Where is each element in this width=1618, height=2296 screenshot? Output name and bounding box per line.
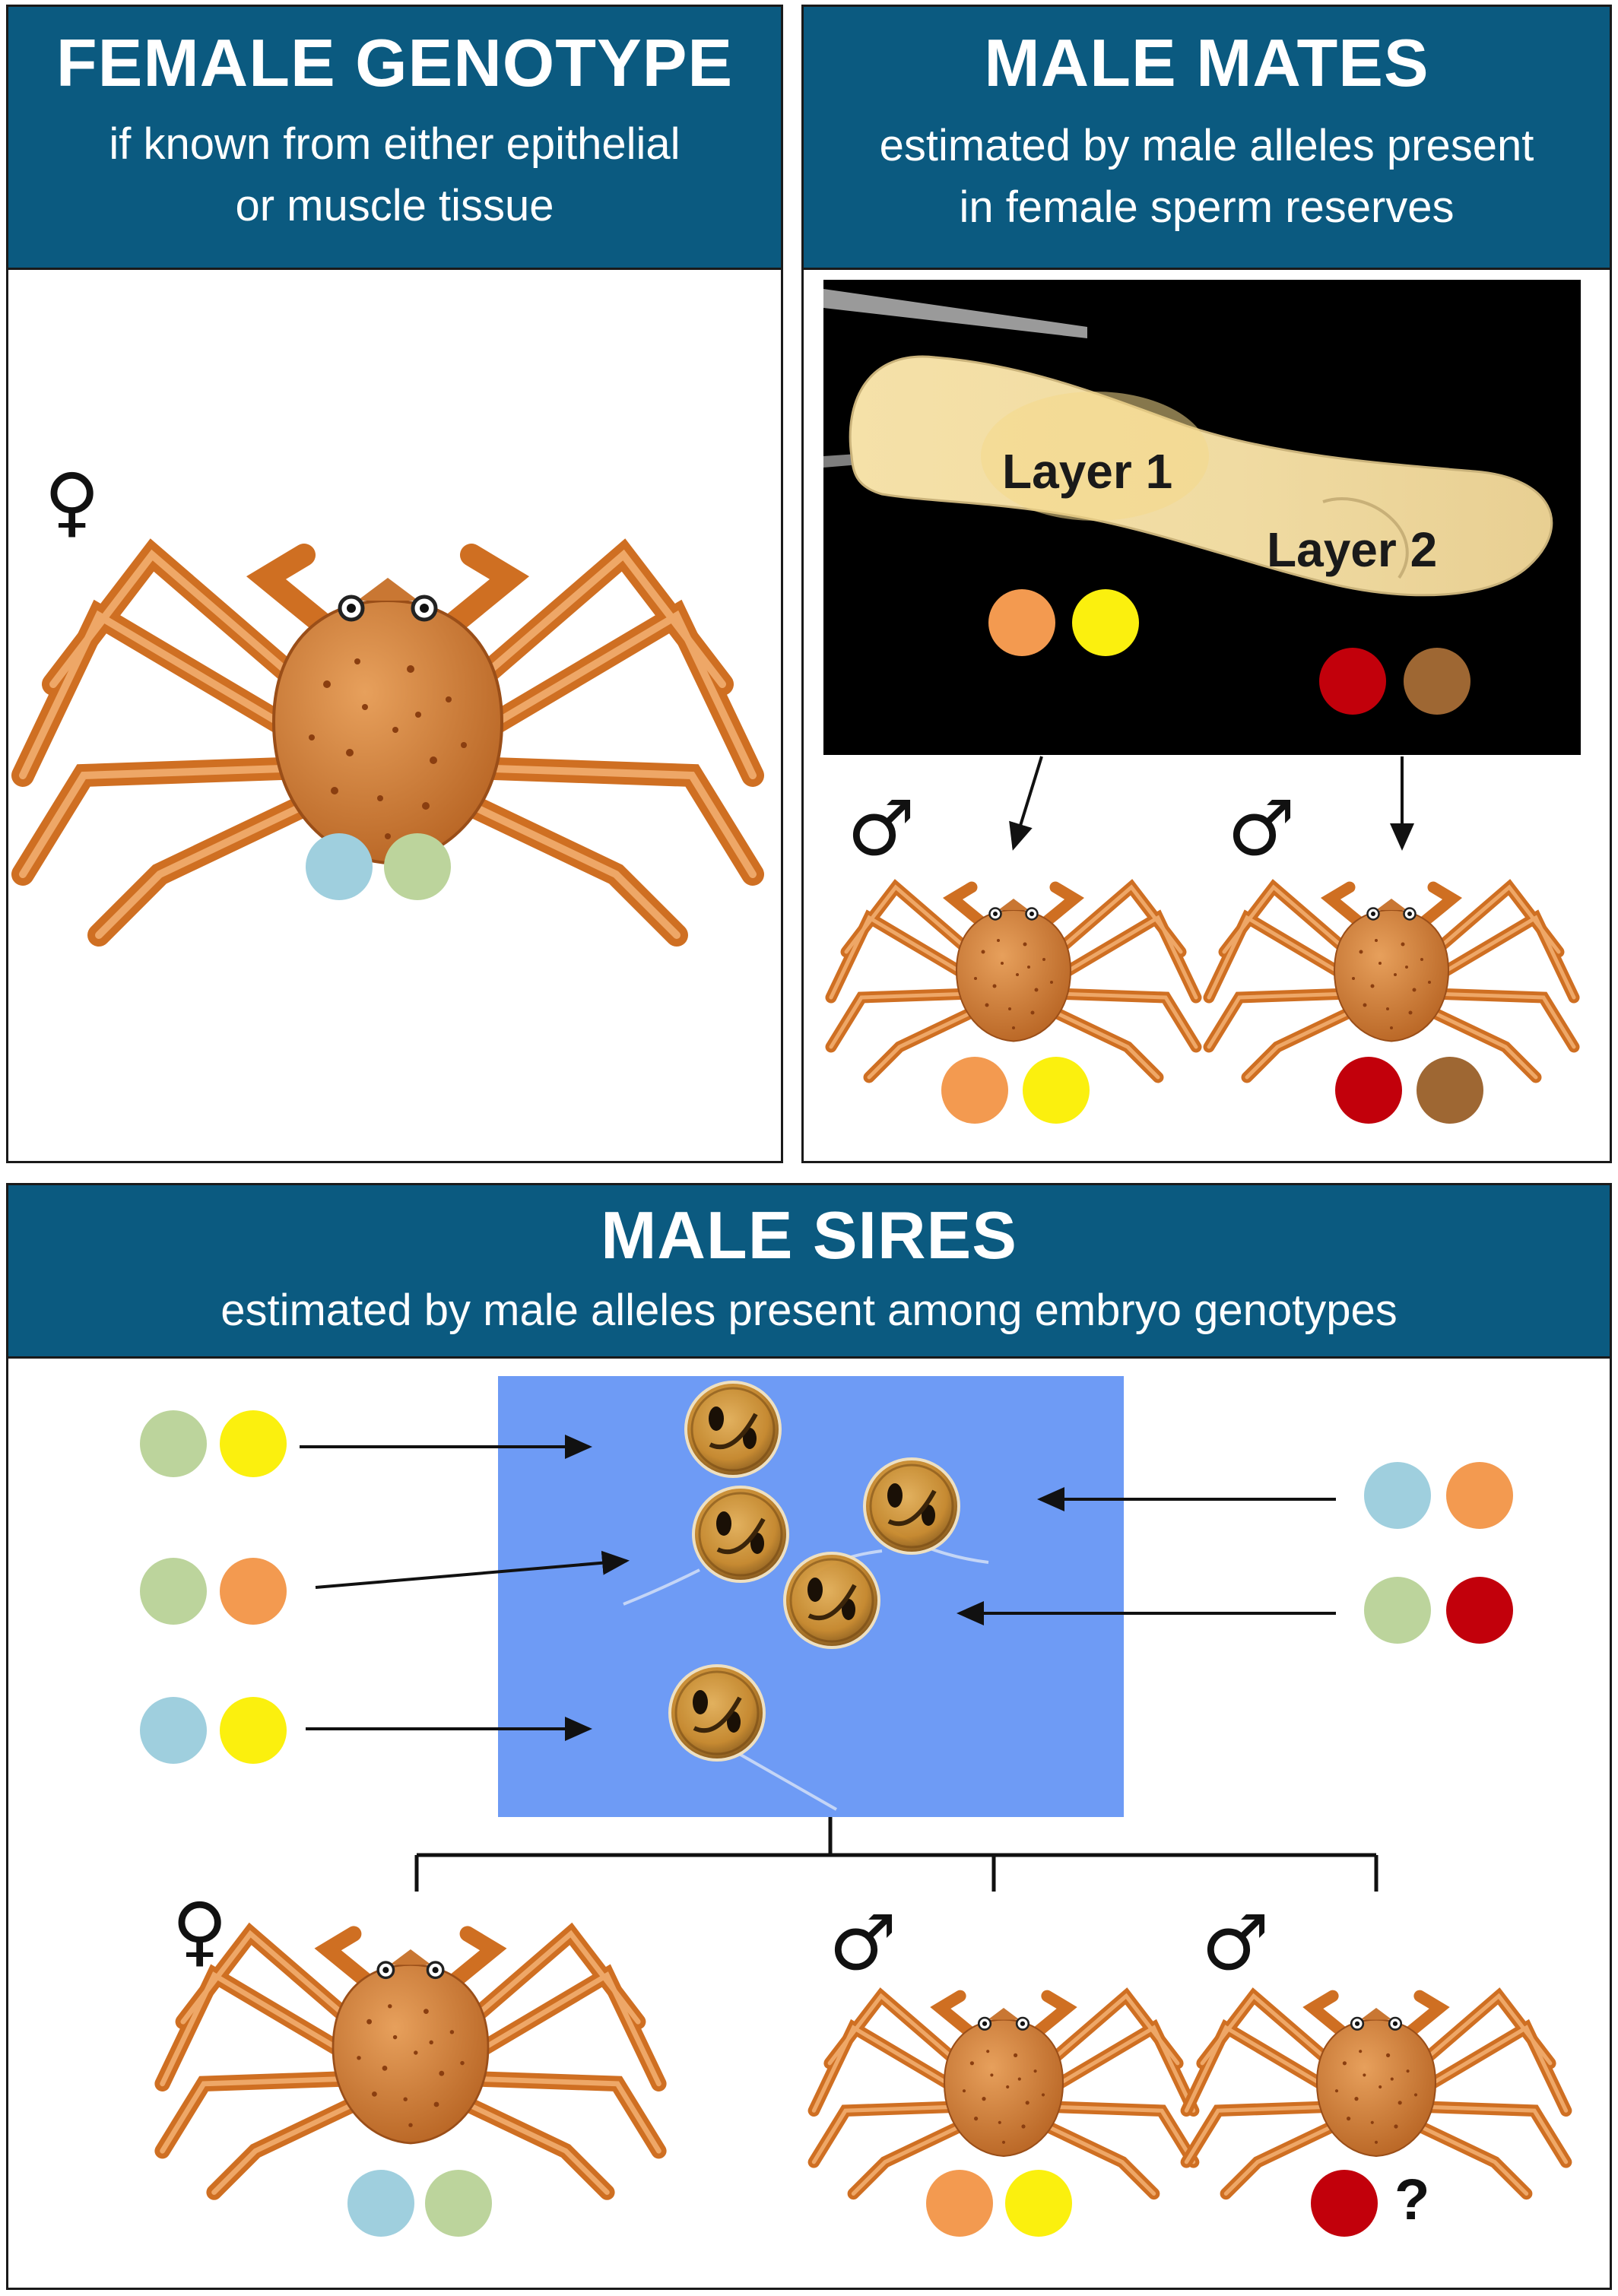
allele-dot-yellow xyxy=(220,1410,287,1477)
allele-dot-brown xyxy=(1404,648,1470,715)
allele-dot-yellow xyxy=(1023,1057,1090,1124)
sire-1-crab-image xyxy=(814,1996,1193,2193)
embryo-allele-pair-1 xyxy=(140,1410,287,1477)
allele-dot-orange xyxy=(926,2170,993,2237)
layer-1-label: Layer 1 xyxy=(1002,444,1173,499)
male-mate-2-crab-image xyxy=(1209,887,1574,1077)
layer-2-allele-pair xyxy=(1319,648,1470,715)
allele-dot-light-blue xyxy=(306,833,373,900)
sires-female-allele-pair xyxy=(347,2170,492,2237)
female-genotype-subtitle-2: or muscle tissue xyxy=(235,181,554,231)
embryo-1 xyxy=(686,1382,780,1476)
male-mates-header: MALE MATES estimated by male alleles pre… xyxy=(804,7,1610,270)
male-mate-2-symbol: ♂ xyxy=(1227,784,1296,873)
layer-boundary xyxy=(1322,497,1409,579)
male-sires-subtitle: estimated by male alleles present among … xyxy=(220,1286,1398,1335)
male-mates-title: MALE MATES xyxy=(984,25,1429,100)
male-mate-1-allele-pair xyxy=(941,1057,1090,1124)
male-mate-2-allele-pair xyxy=(1335,1057,1483,1124)
allele-dot-sage-green xyxy=(140,1410,207,1477)
allele-dot-orange xyxy=(220,1558,287,1625)
allele-dot-light-blue xyxy=(347,2170,414,2237)
allele-dot-orange xyxy=(988,589,1055,656)
embryo-5 xyxy=(670,1666,764,1760)
sires-female-symbol: ♀ xyxy=(172,1886,228,1975)
female-genotype-subtitle-1: if known from either epithelial xyxy=(109,119,681,169)
allele-dot-light-blue xyxy=(1364,1462,1431,1529)
allele-dot-yellow xyxy=(1072,589,1139,656)
embryo-4 xyxy=(785,1553,879,1647)
allele-dot-red xyxy=(1335,1057,1402,1124)
female-genotype-title: FEMALE GENOTYPE xyxy=(56,25,734,100)
embryo-allele-pair-5 xyxy=(1364,1577,1513,1644)
allele-dot-red xyxy=(1311,2170,1378,2237)
allele-dot-sage-green xyxy=(1364,1577,1431,1644)
sire-2-male-symbol: ♂ xyxy=(1201,1898,1270,1987)
arrow-layer1-to-male xyxy=(1009,756,1043,851)
parentage-bracket xyxy=(414,1817,1378,1892)
sire-1-male-symbol: ♂ xyxy=(829,1898,897,1987)
unknown-allele-mark: ? xyxy=(1394,2168,1430,2232)
allele-dot-light-blue xyxy=(140,1697,207,1764)
layer-1-allele-pair xyxy=(988,589,1139,656)
allele-dot-red xyxy=(1446,1577,1513,1644)
allele-dot-yellow xyxy=(220,1697,287,1764)
male-mates-subtitle-1: estimated by male alleles present xyxy=(879,121,1534,170)
arrow-pair2-to-embryo xyxy=(315,1550,630,1589)
embryo-3 xyxy=(865,1459,959,1553)
allele-dot-sage-green xyxy=(425,2170,492,2237)
sire-2-allele-pair xyxy=(1311,2170,1378,2237)
allele-dot-sage-green xyxy=(140,1558,207,1625)
embryo-2 xyxy=(693,1487,788,1581)
allele-dot-red xyxy=(1319,648,1386,715)
sire-1-allele-pair xyxy=(926,2170,1072,2237)
embryo-allele-pair-3 xyxy=(140,1697,287,1764)
male-sires-title: MALE SIRES xyxy=(601,1197,1017,1273)
allele-dot-brown xyxy=(1417,1057,1483,1124)
allele-dot-yellow xyxy=(1005,2170,1072,2237)
sires-female-crab-image xyxy=(163,1934,659,2193)
female-allele-pair xyxy=(306,833,451,900)
allele-dot-orange xyxy=(1446,1462,1513,1529)
layer-2-label: Layer 2 xyxy=(1267,522,1438,577)
male-sires-header: MALE SIRES estimated by male alleles pre… xyxy=(8,1185,1610,1359)
embryo-allele-pair-2 xyxy=(140,1558,287,1625)
allele-dot-sage-green xyxy=(384,833,451,900)
male-mates-subtitle-2: in female sperm reserves xyxy=(959,182,1455,233)
layer-1-region xyxy=(981,392,1209,521)
male-mate-1-symbol: ♂ xyxy=(847,784,915,873)
female-genotype-header: FEMALE GENOTYPE if known from either epi… xyxy=(8,7,781,270)
allele-dot-orange xyxy=(941,1057,1008,1124)
male-mate-1-crab-image xyxy=(831,887,1196,1077)
embryo-allele-pair-4 xyxy=(1364,1462,1513,1529)
sire-2-crab-image xyxy=(1186,1996,1566,2193)
female-symbol: ♀ xyxy=(44,457,100,546)
